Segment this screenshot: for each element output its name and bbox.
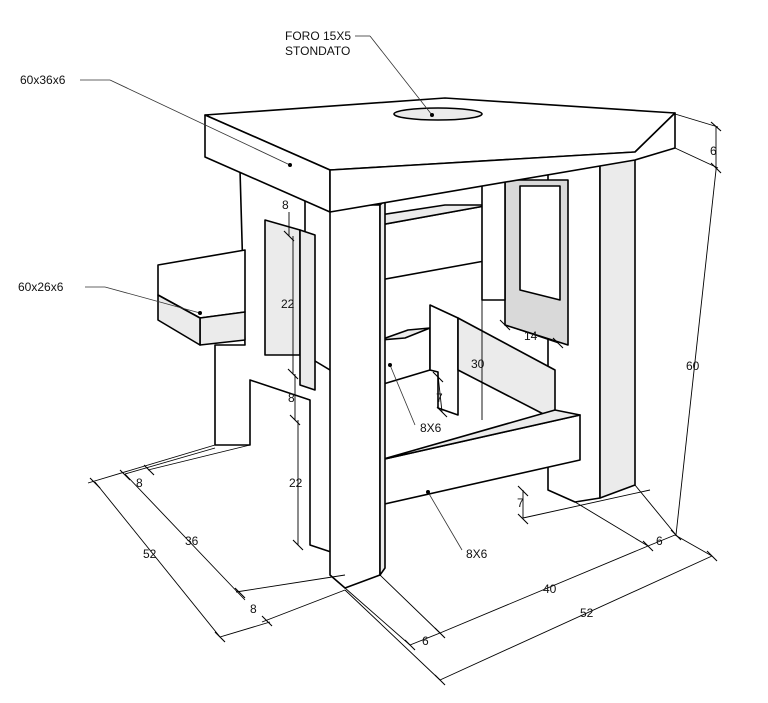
label-rail-inner: 8X6 [420, 421, 442, 435]
dim-top-thickness: 6 [710, 144, 717, 158]
inner-right-post [429, 304, 459, 416]
step-board-front [199, 311, 246, 346]
dim-depth-front-post: 8 [136, 476, 143, 490]
label-top-board: 60x36x6 [20, 73, 66, 87]
dim-total-height: 60 [686, 359, 700, 373]
dim-width-left-post: 6 [422, 634, 429, 648]
dim-window-width: 14 [524, 329, 538, 343]
front-left-leg [329, 204, 381, 589]
dim-rail-thickness-b: 7 [517, 496, 524, 510]
dim-window-height: 22 [281, 297, 295, 311]
back-right-leg-side [599, 159, 636, 499]
dim-middle-rail-height: 8 [288, 391, 295, 405]
dim-width-right-post: 6 [656, 534, 663, 548]
dim-width-total: 52 [580, 606, 594, 620]
dim-upper-rail-height: 8 [282, 198, 289, 212]
dim-depth-total: 52 [143, 547, 157, 561]
dim-width-gap: 40 [543, 582, 557, 596]
label-slot-line2: STONDATO [285, 44, 350, 58]
left-frame-window-upper [264, 219, 301, 356]
dim-depth-back-post: 8 [250, 602, 257, 616]
back-panel-window-inner [519, 185, 561, 301]
dim-depth-gap: 36 [185, 534, 199, 548]
dim-rail-thickness-a: 7 [436, 391, 443, 405]
dimension-lines [87, 113, 722, 686]
callout-leaders [80, 35, 463, 551]
top-slot-hole [393, 107, 483, 121]
left-frame-window-depth [299, 229, 316, 391]
back-middle-leg [481, 181, 506, 301]
dim-foot-height: 22 [289, 476, 303, 490]
labels: 60x36x6 FORO 15X5 STONDATO 60x26x6 8X6 8… [18, 29, 717, 648]
label-step-board: 60x26x6 [18, 280, 64, 294]
front-left-leg-edge [379, 199, 386, 576]
label-rail-lower: 8X6 [466, 547, 488, 561]
label-slot-line1: FORO 15X5 [285, 29, 351, 43]
dim-inner-height: 30 [471, 357, 485, 371]
step-board-side [157, 294, 201, 346]
lower-front-rail-top [379, 409, 581, 461]
stool-body [157, 97, 676, 589]
